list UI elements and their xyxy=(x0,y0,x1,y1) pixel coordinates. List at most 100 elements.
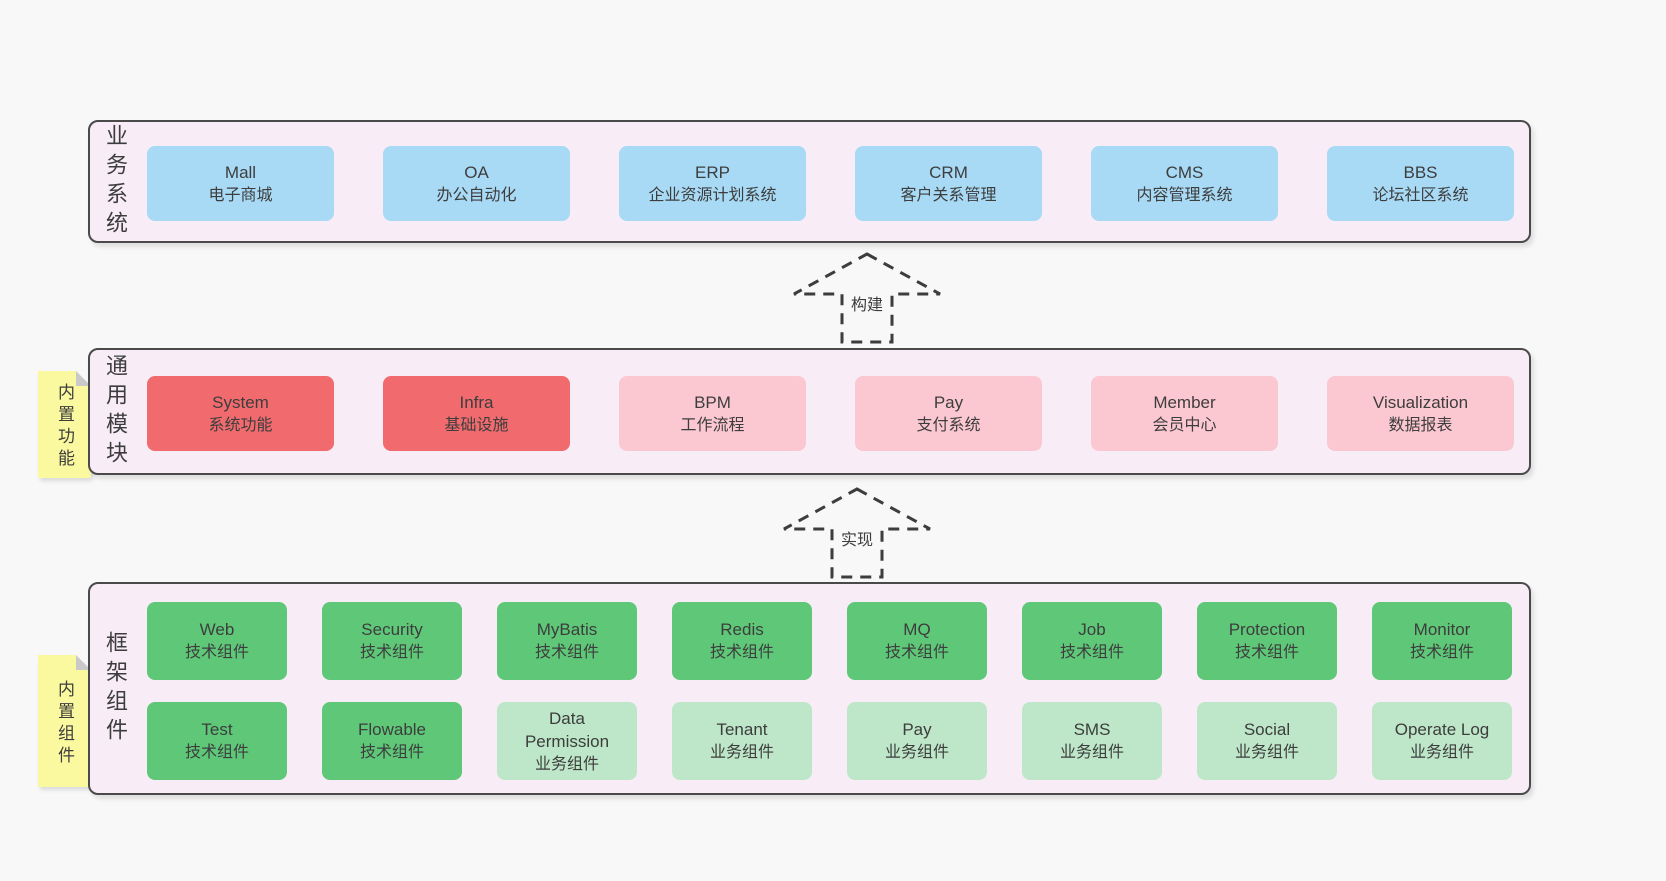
box-title: Pay xyxy=(933,392,964,412)
box-mall: Mall 电子商城 xyxy=(147,146,334,221)
box-subtitle: 业务组件 xyxy=(534,755,599,773)
business-panel-label: 业务系统 xyxy=(103,123,128,240)
box-title: Operate Log xyxy=(1394,720,1490,739)
sticky-note-builtin-features: 内置功能 xyxy=(38,371,91,478)
modules-box-row: System 系统功能 Infra 基础设施 BPM 工作流程 Pay 支付系统… xyxy=(147,376,1514,451)
implement-arrow-label: 实现 xyxy=(837,525,877,551)
box-subtitle: 技术组件 xyxy=(1059,644,1124,661)
box-tenant: Tenant 业务组件 xyxy=(672,702,812,780)
implement-arrow: 实现 xyxy=(782,487,932,579)
box-title: Social xyxy=(1243,720,1291,739)
box-infra: Infra 基础设施 xyxy=(383,376,570,451)
box-subtitle: 系统功能 xyxy=(208,416,273,434)
box-subtitle: 内容管理系统 xyxy=(1136,186,1233,204)
box-social: Social 业务组件 xyxy=(1197,702,1337,780)
box-subtitle: 业务组件 xyxy=(1234,744,1299,761)
box-title: Flowable xyxy=(357,720,427,739)
box-operate-log: Operate Log 业务组件 xyxy=(1372,702,1512,780)
box-title: Test xyxy=(201,720,233,739)
box-subtitle: 基础设施 xyxy=(444,416,509,434)
box-title: Job xyxy=(1078,620,1106,639)
framework-components-panel: 框架组件 Web 技术组件 Security 技术组件 MyBatis 技术组件… xyxy=(88,582,1531,795)
box-title: Tenant xyxy=(716,720,768,739)
box-title: BPM xyxy=(694,392,731,412)
box-title: OA xyxy=(464,162,489,182)
box-subtitle: 业务组件 xyxy=(709,744,774,761)
box-security: Security 技术组件 xyxy=(322,602,462,680)
box-title: CRM xyxy=(929,162,968,182)
box-title: Web xyxy=(199,620,235,639)
box-title: ERP xyxy=(695,162,730,182)
box-title: CMS xyxy=(1165,162,1204,182)
box-subtitle: 技术组件 xyxy=(359,644,424,661)
box-crm: CRM 客户关系管理 xyxy=(855,146,1042,221)
box-visualization: Visualization 数据报表 xyxy=(1327,376,1514,451)
box-title: MQ xyxy=(903,620,931,639)
box-oa: OA 办公自动化 xyxy=(383,146,570,221)
box-subtitle: 会员中心 xyxy=(1152,416,1217,434)
box-title: Monitor xyxy=(1413,620,1471,639)
box-subtitle: 业务组件 xyxy=(1409,744,1474,761)
box-data-permission: Data Permission 业务组件 xyxy=(497,702,637,780)
box-title: Pay xyxy=(902,720,932,739)
box-subtitle: 业务组件 xyxy=(1059,744,1124,761)
components-box-row-1: Web 技术组件 Security 技术组件 MyBatis 技术组件 Redi… xyxy=(147,602,1512,680)
box-subtitle: 企业资源计划系统 xyxy=(648,186,777,204)
business-box-row: Mall 电子商城 OA 办公自动化 ERP 企业资源计划系统 CRM 客户关系… xyxy=(147,146,1514,221)
box-sms: SMS 业务组件 xyxy=(1022,702,1162,780)
box-bbs: BBS 论坛社区系统 xyxy=(1327,146,1514,221)
box-redis: Redis 技术组件 xyxy=(672,602,812,680)
components-box-row-2: Test 技术组件 Flowable 技术组件 Data Permission … xyxy=(147,702,1512,780)
sticky-note-builtin-components: 内置组件 xyxy=(38,655,91,787)
business-systems-panel: 业务系统 Mall 电子商城 OA 办公自动化 ERP 企业资源计划系统 CRM… xyxy=(88,120,1531,243)
box-subtitle: 技术组件 xyxy=(359,744,424,761)
box-subtitle: 工作流程 xyxy=(680,416,745,434)
box-title: MyBatis xyxy=(536,620,598,639)
box-title: Member xyxy=(1153,392,1216,412)
box-pay: Pay 支付系统 xyxy=(855,376,1042,451)
build-arrow-label: 构建 xyxy=(847,290,887,316)
box-title: SMS xyxy=(1073,720,1111,739)
box-subtitle: 技术组件 xyxy=(184,744,249,761)
box-subtitle: 客户关系管理 xyxy=(900,186,997,204)
sticky-note-text: 内置组件 xyxy=(55,679,74,768)
box-subtitle: 业务组件 xyxy=(884,744,949,761)
sticky-note-text: 内置功能 xyxy=(55,382,74,471)
box-subtitle: 数据报表 xyxy=(1388,416,1453,434)
box-title: Protection xyxy=(1228,620,1306,639)
box-subtitle: 电子商城 xyxy=(208,186,273,204)
box-monitor: Monitor 技术组件 xyxy=(1372,602,1512,680)
box-subtitle: 支付系统 xyxy=(916,416,981,434)
box-test: Test 技术组件 xyxy=(147,702,287,780)
box-subtitle: 技术组件 xyxy=(534,644,599,661)
box-bpm: BPM 工作流程 xyxy=(619,376,806,451)
box-system: System 系统功能 xyxy=(147,376,334,451)
box-pay-business: Pay 业务组件 xyxy=(847,702,987,780)
box-erp: ERP 企业资源计划系统 xyxy=(619,146,806,221)
box-mybatis: MyBatis 技术组件 xyxy=(497,602,637,680)
box-member: Member 会员中心 xyxy=(1091,376,1278,451)
box-subtitle: 技术组件 xyxy=(884,644,949,661)
box-title: Security xyxy=(361,620,423,639)
box-title: BBS xyxy=(1403,162,1438,182)
box-mq: MQ 技术组件 xyxy=(847,602,987,680)
box-title: Infra xyxy=(459,392,494,412)
modules-panel-label: 通用模块 xyxy=(103,353,128,470)
components-panel-label: 框架组件 xyxy=(103,630,128,747)
box-subtitle: 技术组件 xyxy=(1409,644,1474,661)
box-subtitle: 技术组件 xyxy=(184,644,249,661)
box-subtitle: 技术组件 xyxy=(709,644,774,661)
box-protection: Protection 技术组件 xyxy=(1197,602,1337,680)
box-title: Mall xyxy=(224,162,257,182)
box-web: Web 技术组件 xyxy=(147,602,287,680)
box-job: Job 技术组件 xyxy=(1022,602,1162,680)
box-title: System xyxy=(212,392,269,412)
box-title: Visualization xyxy=(1372,392,1469,412)
box-title: Redis xyxy=(720,620,764,639)
build-arrow: 构建 xyxy=(792,252,942,344)
box-flowable: Flowable 技术组件 xyxy=(322,702,462,780)
box-subtitle: 论坛社区系统 xyxy=(1372,186,1469,204)
box-subtitle: 办公自动化 xyxy=(436,186,517,204)
box-cms: CMS 内容管理系统 xyxy=(1091,146,1278,221)
common-modules-panel: 通用模块 System 系统功能 Infra 基础设施 BPM 工作流程 Pay… xyxy=(88,348,1531,475)
